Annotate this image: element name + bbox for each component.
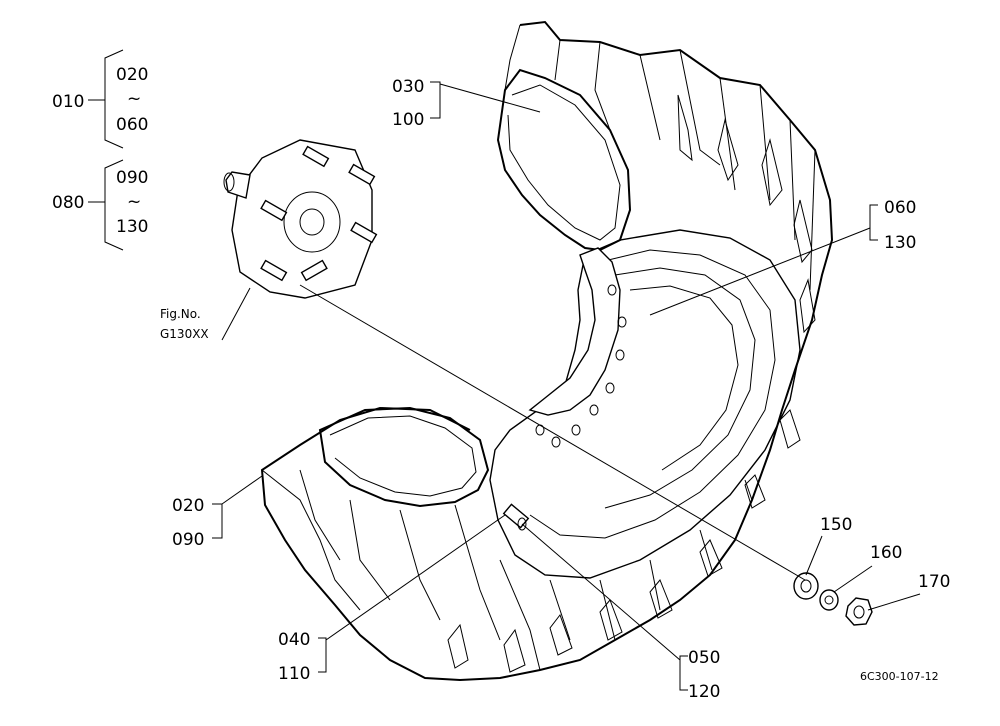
fastener-washer: [793, 572, 819, 600]
part-080-label: 080: [52, 193, 84, 213]
part-030-label: 030: [392, 77, 424, 97]
part-120-label: 120: [688, 682, 720, 702]
hub-flange-drawing: [223, 139, 378, 299]
assembly-brackets: [88, 49, 124, 251]
fig-leader-line: [221, 287, 251, 341]
part-110-label: 110: [278, 664, 310, 684]
fig-code-label: G130XX: [160, 327, 209, 341]
range-tilde-1: ~: [127, 89, 141, 109]
hub-studs: [260, 145, 378, 282]
part-100-label: 100: [392, 110, 424, 130]
part-020-label: 020: [172, 496, 204, 516]
part-060-label: 060: [884, 198, 916, 218]
range-tilde-2: ~: [127, 192, 141, 212]
stud-alignment-line: [299, 284, 806, 581]
part-160-label: 160: [870, 543, 902, 563]
drawing-code: 6C300-107-12: [860, 670, 939, 683]
part-040-label: 040: [278, 630, 310, 650]
part-060-range-end-label: 060: [116, 115, 148, 135]
fastener-lock-washer: [819, 589, 839, 611]
part-150-label: 150: [820, 515, 852, 535]
fig-number-label: Fig.No.: [160, 307, 201, 321]
part-010-label: 010: [52, 92, 84, 112]
part-050-label: 050: [688, 648, 720, 668]
part-170-label: 170: [918, 572, 950, 592]
part-090-label: 090: [172, 530, 204, 550]
fastener-nut: [845, 597, 873, 626]
tractor-tire-drawing: [260, 20, 834, 682]
part-130-label: 130: [884, 233, 916, 253]
part-090-range-start-label: 090: [116, 168, 148, 188]
part-130-range-end-label: 130: [116, 217, 148, 237]
part-020-range-start-label: 020: [116, 65, 148, 85]
callout-leaders: [212, 81, 921, 691]
